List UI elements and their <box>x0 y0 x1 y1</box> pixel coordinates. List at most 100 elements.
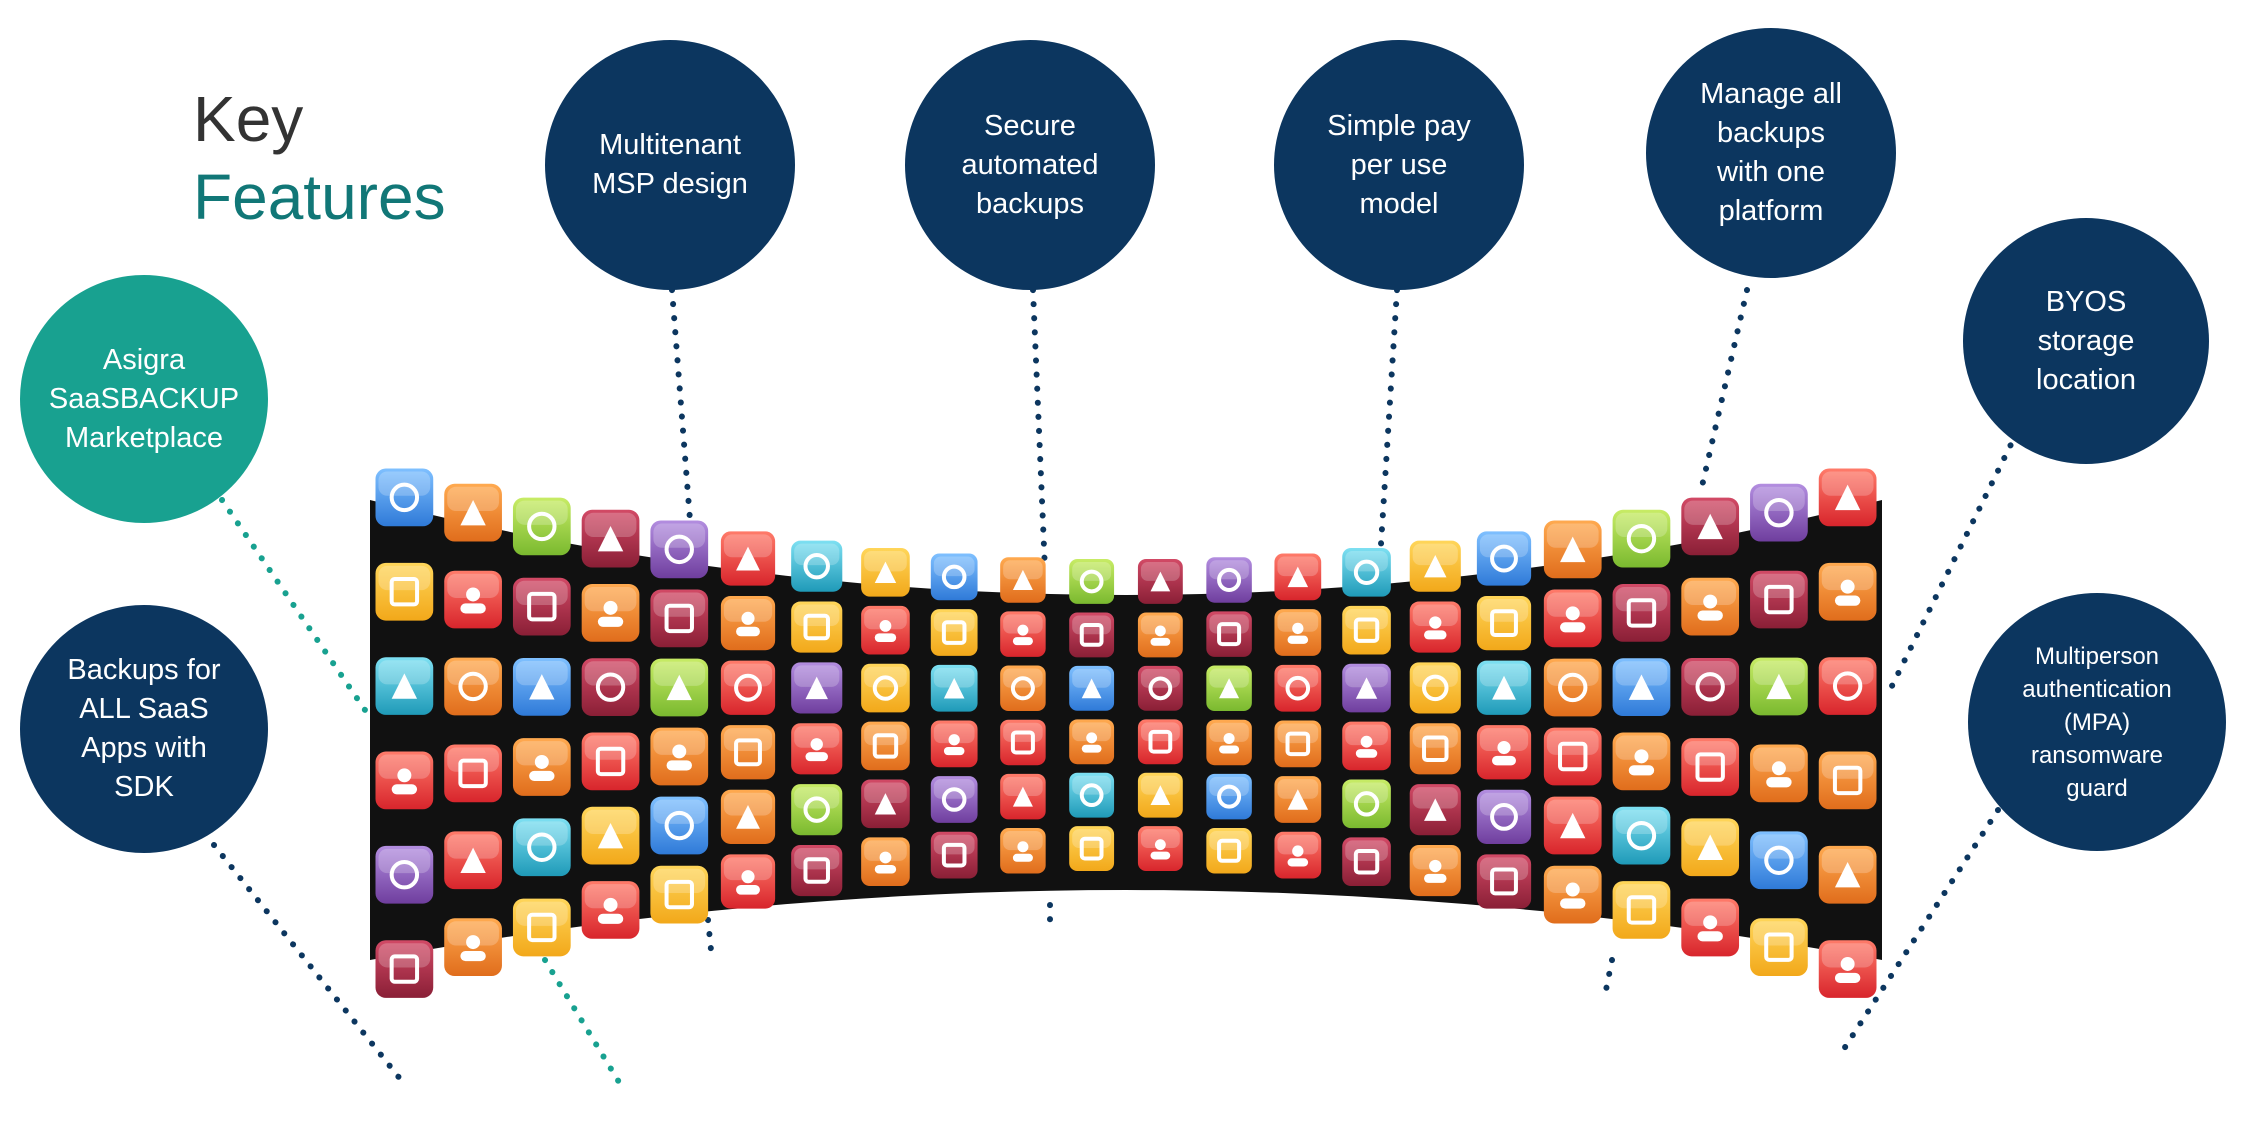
eye-icon <box>1342 837 1391 887</box>
feature-text: Simple pay <box>1327 109 1471 142</box>
user-icon <box>375 468 434 527</box>
mail-icon <box>512 738 571 796</box>
masks-icon <box>1476 660 1532 715</box>
at-icon <box>650 796 709 855</box>
heart-icon <box>1818 751 1877 810</box>
frame-icon <box>1342 663 1391 713</box>
book-icon <box>1000 773 1046 820</box>
feature-text: with one <box>1716 156 1825 188</box>
eye-icon <box>1069 719 1115 765</box>
connector-line <box>219 497 368 713</box>
connector-line <box>1030 287 1048 573</box>
book-icon <box>720 660 776 715</box>
book-icon <box>1612 658 1671 717</box>
phone-icon <box>1681 738 1740 796</box>
feature-text: Backups for <box>67 654 221 686</box>
rss-icon <box>1069 612 1115 658</box>
feature-text: guard <box>2066 774 2128 802</box>
globe-icon <box>1476 596 1532 651</box>
heart-icon <box>1206 828 1252 874</box>
page-title: Key Features <box>193 80 446 236</box>
headphones-icon <box>581 732 640 791</box>
video-icon <box>1137 719 1183 765</box>
frame-icon <box>1612 806 1671 865</box>
heart-icon <box>650 589 709 648</box>
chat-icon <box>1342 605 1391 655</box>
video-icon <box>1409 844 1461 897</box>
cart-icon <box>581 509 640 568</box>
chat-icon <box>1612 732 1671 791</box>
connector-line <box>1887 417 2026 693</box>
feature-mpa-guard: Multiperson authentication (MPA) ransomw… <box>1968 593 2226 851</box>
film-icon <box>1681 497 1740 556</box>
phone-icon <box>1069 826 1115 872</box>
video-icon <box>512 898 571 957</box>
music-icon <box>1612 509 1671 568</box>
feature-text: authentication <box>2022 675 2172 703</box>
cart-icon <box>1476 531 1532 586</box>
music-icon <box>1000 665 1046 712</box>
thumbs-up-icon <box>1409 662 1461 714</box>
feature-text: ALL SaaS <box>79 693 209 725</box>
eye-icon <box>1681 577 1740 636</box>
dining-icon <box>650 727 709 786</box>
feature-text: location <box>2036 363 2136 396</box>
user-icon <box>1818 845 1877 904</box>
headphones-icon <box>1750 918 1808 977</box>
thumbs-up-icon <box>1681 818 1740 877</box>
dining-icon <box>930 831 978 879</box>
connector-line <box>1377 287 1400 563</box>
bird-icon <box>1000 611 1046 657</box>
star-icon <box>930 609 978 656</box>
feature-text: Multiperson <box>2034 642 2160 670</box>
feature-text: Manage all <box>1700 78 1842 110</box>
bird-icon <box>650 865 709 924</box>
feature-text: model <box>1359 187 1439 220</box>
feature-marketplace: Asigra SaaSBACKUP Marketplace <box>20 275 268 523</box>
book-icon <box>1342 547 1391 597</box>
at-icon <box>375 657 434 715</box>
cards-icon <box>512 497 571 556</box>
music-icon <box>1274 776 1322 823</box>
feature-text: Apps with <box>81 732 207 764</box>
pin-icon <box>1543 520 1602 579</box>
bird-icon <box>375 751 434 810</box>
bag-icon <box>720 596 776 651</box>
cards-icon <box>1069 772 1115 818</box>
feature-byos-storage: BYOS storage location <box>1963 218 2209 464</box>
pin-icon <box>1818 657 1877 715</box>
feature-saas-sdk: Backups for ALL SaaS Apps with SDK <box>20 605 268 853</box>
feature-text: platform <box>1718 195 1824 227</box>
rss-icon <box>720 854 776 909</box>
at-icon <box>1274 664 1322 712</box>
link-icon <box>581 806 640 865</box>
feature-text: backups <box>1716 117 1825 149</box>
at-icon <box>1543 796 1602 855</box>
thumbs-up-icon <box>791 784 843 836</box>
dining-icon <box>1818 940 1877 998</box>
globe-icon <box>1750 744 1808 803</box>
feature-text: per use <box>1350 148 1448 181</box>
connector-line <box>669 287 693 523</box>
controller-icon <box>861 547 910 597</box>
feature-text: Asigra <box>102 343 186 376</box>
cart-icon <box>1750 657 1808 716</box>
headphones-icon <box>1476 725 1532 780</box>
cards-icon <box>1681 657 1740 716</box>
connector-line <box>211 842 408 1088</box>
feature-text: BYOS <box>2045 285 2127 318</box>
mail-icon <box>1137 612 1183 658</box>
chat-icon <box>1000 828 1046 874</box>
feature-text: SaaSBACKUP <box>48 382 240 415</box>
globe-icon <box>1137 826 1183 872</box>
controller-icon <box>512 818 571 877</box>
eye-icon <box>444 918 502 977</box>
link-icon <box>1206 665 1252 712</box>
rss-icon <box>1612 881 1671 939</box>
user-icon <box>650 658 709 717</box>
user-icon <box>1543 658 1602 717</box>
music-icon <box>375 845 434 904</box>
